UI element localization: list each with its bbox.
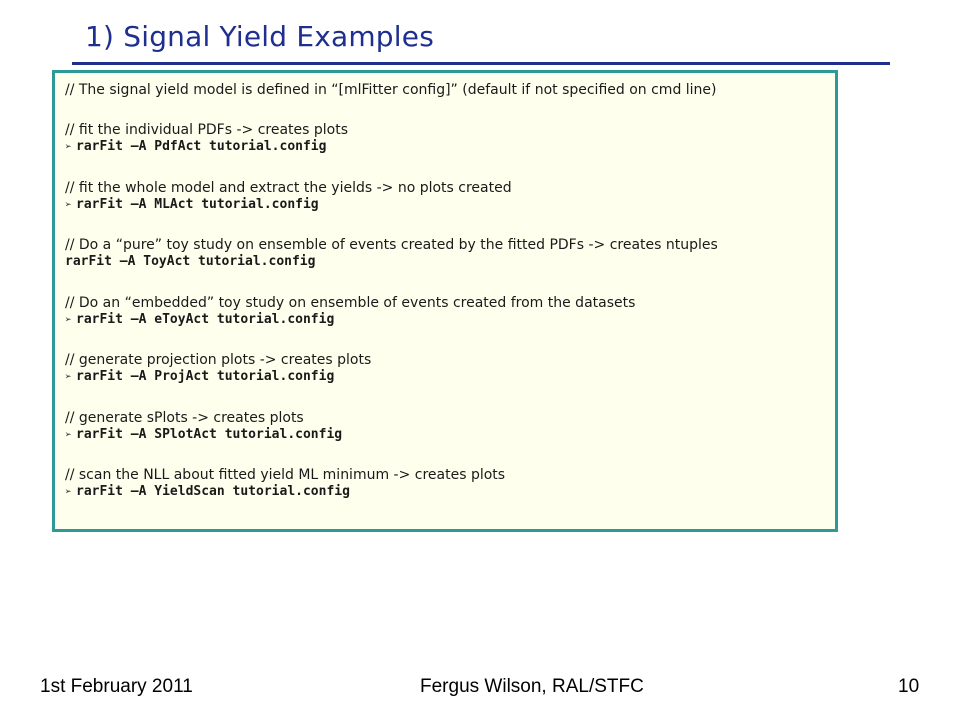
example-command: ➢rarFit –A ProjAct tutorial.config <box>65 369 335 384</box>
example-block: // generate sPlots -> creates plots ➢rar… <box>65 409 342 443</box>
arrow-bullet-icon: ➢ <box>65 485 72 498</box>
example-comment: // scan the NLL about fitted yield ML mi… <box>65 467 506 483</box>
example-block: // Do a “pure” toy study on ensemble of … <box>65 236 718 270</box>
page-number: 10 <box>898 676 920 697</box>
title-underline <box>72 62 890 65</box>
arrow-bullet-icon: ➢ <box>65 313 72 326</box>
example-block: // Do an “embedded” toy study on ensembl… <box>65 294 635 328</box>
intro-comment: // The signal yield model is defined in … <box>65 82 717 98</box>
example-command: ➢rarFit –A eToyAct tutorial.config <box>65 312 335 327</box>
example-comment: // Do an “embedded” toy study on ensembl… <box>65 295 636 311</box>
example-block: // scan the NLL about fitted yield ML mi… <box>65 466 505 500</box>
example-comment: // fit the whole model and extract the y… <box>65 180 512 196</box>
example-command: ➢rarFit –A MLAct tutorial.config <box>65 197 319 212</box>
arrow-bullet-icon: ➢ <box>65 198 72 211</box>
example-command: rarFit –A ToyAct tutorial.config <box>65 254 316 269</box>
example-block: // fit the individual PDFs -> creates pl… <box>65 121 348 155</box>
slide-title: 1) Signal Yield Examples <box>85 20 434 53</box>
example-command: ➢rarFit –A PdfAct tutorial.config <box>65 139 327 154</box>
example-block: // generate projection plots -> creates … <box>65 351 371 385</box>
code-box: // The signal yield model is defined in … <box>52 70 838 532</box>
example-comment: // generate projection plots -> creates … <box>65 352 372 368</box>
example-command: ➢rarFit –A YieldScan tutorial.config <box>65 484 350 499</box>
arrow-bullet-icon: ➢ <box>65 370 72 383</box>
example-command: ➢rarFit –A SPlotAct tutorial.config <box>65 427 343 442</box>
footer-date: 1st February 2011 <box>40 676 193 697</box>
example-comment: // Do a “pure” toy study on ensemble of … <box>65 237 718 253</box>
example-comment: // generate sPlots -> creates plots <box>65 410 304 426</box>
arrow-bullet-icon: ➢ <box>65 140 72 153</box>
example-comment: // fit the individual PDFs -> creates pl… <box>65 122 349 138</box>
example-block: // fit the whole model and extract the y… <box>65 179 512 213</box>
footer-author: Fergus Wilson, RAL/STFC <box>420 676 644 697</box>
arrow-bullet-icon: ➢ <box>65 428 72 441</box>
